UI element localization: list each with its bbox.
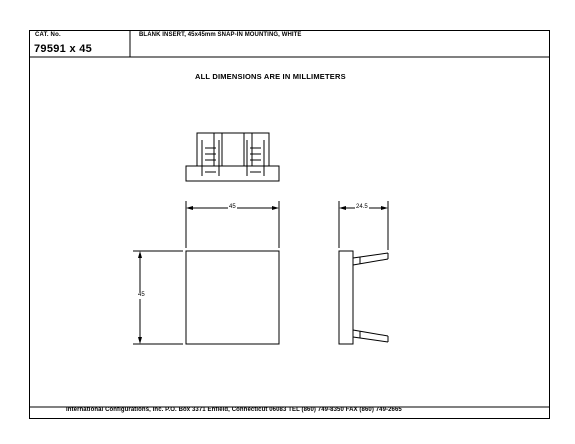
- side-width-dimension: 24.5: [355, 204, 369, 211]
- dimensions-note: ALL DIMENSIONS ARE IN MILLIMETERS: [195, 72, 346, 81]
- side-view-arrows: [339, 206, 388, 210]
- front-view: [133, 201, 280, 345]
- top-view: [185, 132, 280, 182]
- cat-number: 79591 x 45: [34, 43, 93, 55]
- front-width-dimension: 45: [228, 204, 237, 211]
- drawing-sheet: [29, 30, 550, 419]
- side-view: [338, 201, 389, 345]
- part-description: BLANK INSERT, 45x45mm SNAP-IN MOUNTING, …: [139, 32, 302, 38]
- front-height-dimension: 45: [137, 292, 146, 299]
- front-view-arrows: [138, 206, 279, 344]
- company-footer: International Configurations, Inc. P.O. …: [66, 407, 402, 413]
- cat-label: CAT. No.: [35, 32, 61, 38]
